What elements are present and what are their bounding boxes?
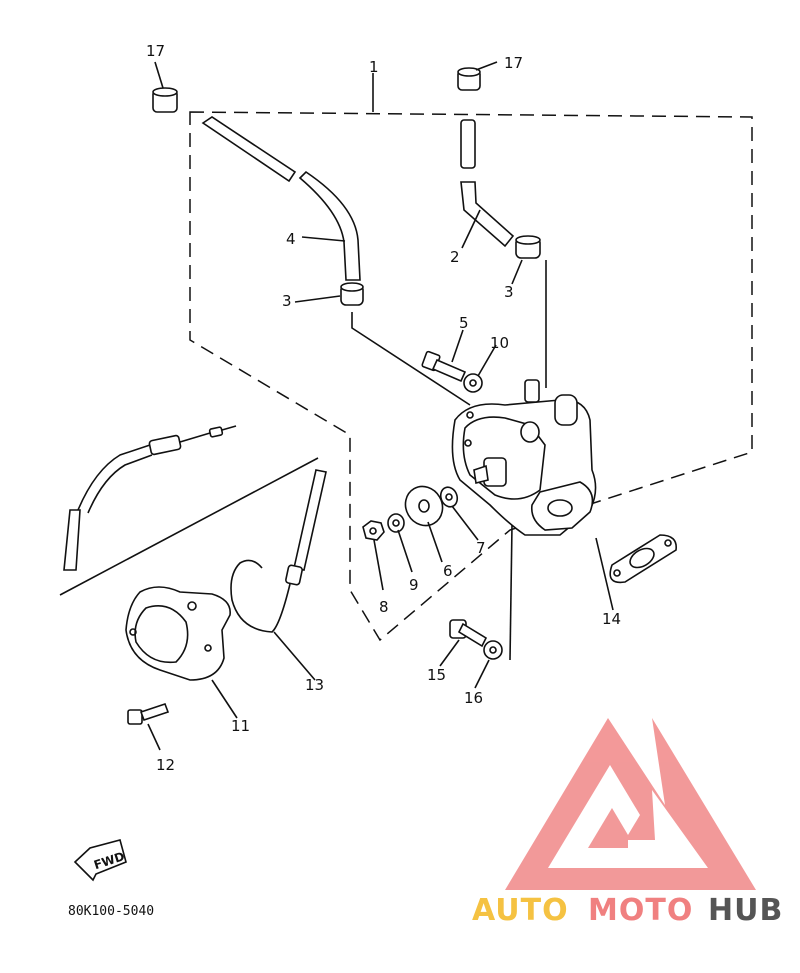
watermark-word-moto: MOTO: [588, 893, 693, 928]
callout-9: 9: [409, 576, 419, 594]
callout-6: 6: [443, 562, 453, 580]
washer-10: [463, 373, 483, 393]
washer-16: [483, 640, 503, 660]
callout-7: 7: [476, 539, 486, 557]
callout-1: 1: [369, 58, 379, 76]
pump-cable: [63, 425, 237, 571]
cable-13: [230, 469, 327, 633]
callout-17-right: 17: [504, 54, 523, 72]
drawing-code: 80K100-5040: [68, 904, 154, 919]
callout-10: 10: [490, 334, 509, 352]
callout-5: 5: [459, 314, 469, 332]
bolt-15: [449, 619, 488, 648]
callout-16: 16: [464, 689, 483, 707]
callout-13: 13: [305, 676, 324, 694]
cap-17-left: [152, 87, 178, 113]
gasket-14: [609, 534, 677, 584]
watermark-word-auto: AUTO: [472, 893, 569, 928]
watermark-logo-icon: [505, 718, 756, 890]
callout-labels: 1 2 3 3 4 5 6 7 8 9 10 11 12 13 14 15 16…: [146, 42, 621, 774]
callout-leaders: [147, 61, 614, 751]
bolt-12: [127, 702, 170, 725]
callout-12: 12: [156, 756, 175, 774]
fwd-arrow: FWD: [73, 839, 127, 882]
callout-2: 2: [450, 248, 460, 266]
oil-pump-body: [451, 379, 597, 536]
assembly-boundary: [189, 111, 753, 642]
callout-17-left: 17: [146, 42, 165, 60]
callout-11: 11: [231, 717, 250, 735]
watermark-word-hub: HUB: [708, 893, 783, 928]
washer-9: [387, 513, 405, 533]
pulley-6: [404, 485, 444, 527]
callout-14: 14: [602, 610, 621, 628]
callout-8: 8: [379, 598, 389, 616]
callout-3-left: 3: [282, 292, 292, 310]
clamp-3-left: [340, 282, 364, 306]
bolt-5: [421, 350, 467, 383]
nut-8: [362, 520, 385, 541]
cap-17-right: [457, 67, 481, 91]
watermark-brand: AUTO MOTO HUB: [472, 893, 783, 928]
hose-4: [201, 116, 361, 281]
callout-15: 15: [427, 666, 446, 684]
hose-2: [460, 119, 515, 248]
cover-11: [125, 586, 231, 681]
callout-4: 4: [286, 230, 296, 248]
callout-3-right: 3: [504, 283, 514, 301]
clamp-3-right: [515, 235, 541, 259]
